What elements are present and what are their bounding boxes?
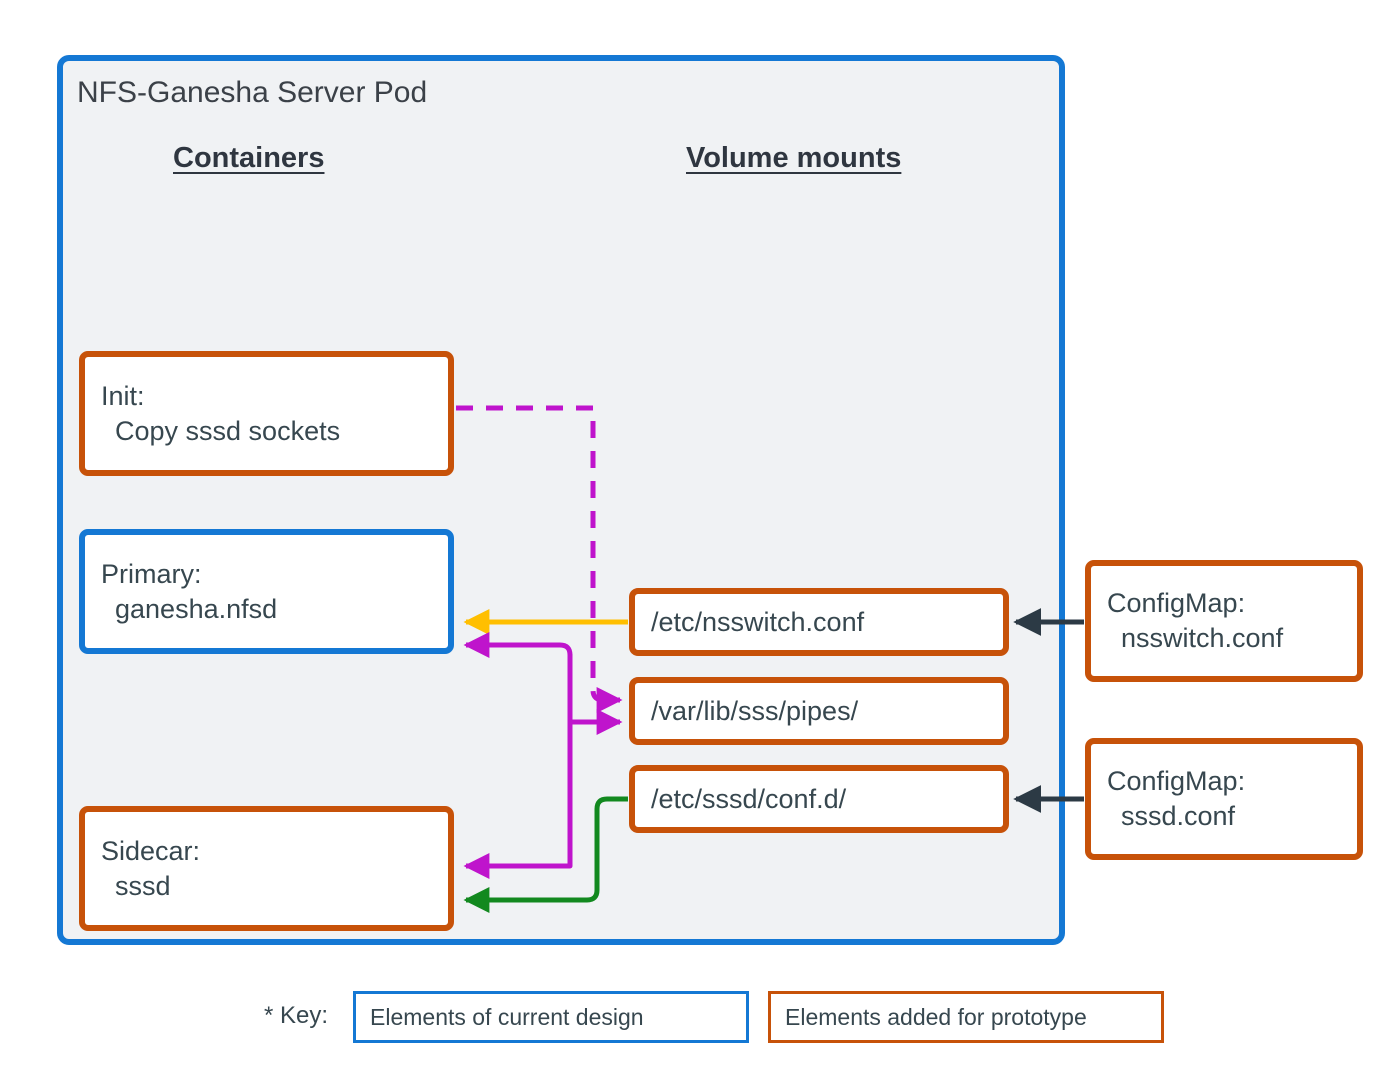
configmap-sssd-line2: sssd.conf bbox=[1121, 801, 1236, 831]
column-heading-containers: Containers bbox=[173, 142, 325, 174]
key-item-prototype: Elements added for prototype bbox=[768, 991, 1164, 1043]
volume-mount-box-pipes[interactable]: /var/lib/sss/pipes/ bbox=[629, 677, 1009, 745]
volume-mount-box-confd[interactable]: /etc/sssd/conf.d/ bbox=[629, 765, 1009, 833]
column-heading-volume-mounts: Volume mounts bbox=[686, 142, 902, 174]
container-init-line1: Init: bbox=[101, 380, 145, 411]
configmap-box-nsswitch[interactable]: ConfigMap: nsswitch.conf bbox=[1085, 560, 1363, 682]
configmap-nsswitch-line1: ConfigMap: bbox=[1107, 588, 1246, 619]
configmap-nsswitch-line2: nsswitch.conf bbox=[1121, 623, 1284, 653]
key-item-current-design: Elements of current design bbox=[353, 991, 749, 1043]
container-init-line2: Copy sssd sockets bbox=[115, 415, 341, 446]
key-prototype-text: Elements added for prototype bbox=[785, 1003, 1087, 1030]
container-primary-line2: ganesha.nfsd bbox=[115, 593, 278, 624]
container-primary-line1: Primary: bbox=[101, 558, 202, 589]
container-box-primary[interactable]: Primary: ganesha.nfsd bbox=[79, 529, 454, 654]
container-box-sidecar[interactable]: Sidecar: sssd bbox=[79, 806, 454, 931]
container-sidecar-line2: sssd bbox=[115, 870, 171, 901]
container-sidecar-line1: Sidecar: bbox=[101, 835, 201, 866]
volume-mount-box-nsswitch[interactable]: /etc/nsswitch.conf bbox=[629, 588, 1009, 656]
pod-title: NFS-Ganesha Server Pod bbox=[77, 76, 428, 109]
key-label: * Key: bbox=[264, 1002, 329, 1029]
container-box-init[interactable]: Init: Copy sssd sockets bbox=[79, 351, 454, 476]
volume-mount-label-confd: /etc/sssd/conf.d/ bbox=[651, 783, 847, 814]
configmap-sssd-line1: ConfigMap: bbox=[1107, 766, 1246, 797]
key-current-design-text: Elements of current design bbox=[370, 1003, 644, 1030]
volume-mount-label-nsswitch: /etc/nsswitch.conf bbox=[651, 606, 865, 637]
configmap-box-sssd[interactable]: ConfigMap: sssd.conf bbox=[1085, 738, 1363, 860]
volume-mount-label-pipes: /var/lib/sss/pipes/ bbox=[651, 695, 859, 726]
